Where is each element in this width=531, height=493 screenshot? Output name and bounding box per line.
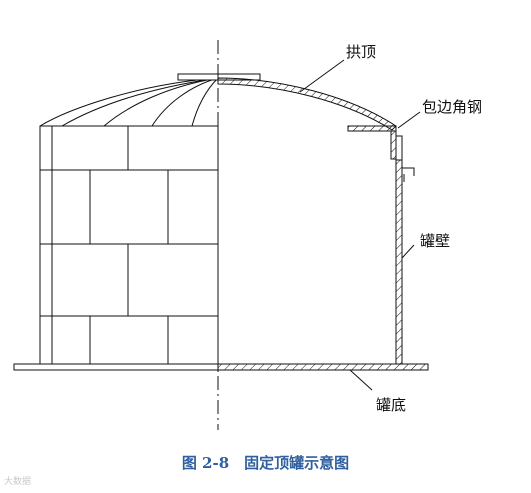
- label-tank-bottom: 罐底: [376, 396, 406, 414]
- label-arch-roof: 拱顶: [346, 43, 376, 61]
- figure-caption: 图 2-8 固定顶罐示意图: [181, 454, 350, 472]
- tank-wall-section: [395, 159, 403, 365]
- arch-roof-section: [217, 77, 397, 131]
- label-tank-wall: 罐壁: [420, 232, 450, 250]
- leader-lines: [299, 59, 421, 391]
- watermark: 大数据: [4, 477, 32, 487]
- angle-steel-section: [347, 125, 415, 182]
- tank-shell-exterior: [39, 125, 219, 365]
- tank-bottom-plate: [13, 363, 429, 371]
- dome-ribs: [39, 77, 219, 127]
- label-angle-steel: 包边角钢: [422, 98, 482, 116]
